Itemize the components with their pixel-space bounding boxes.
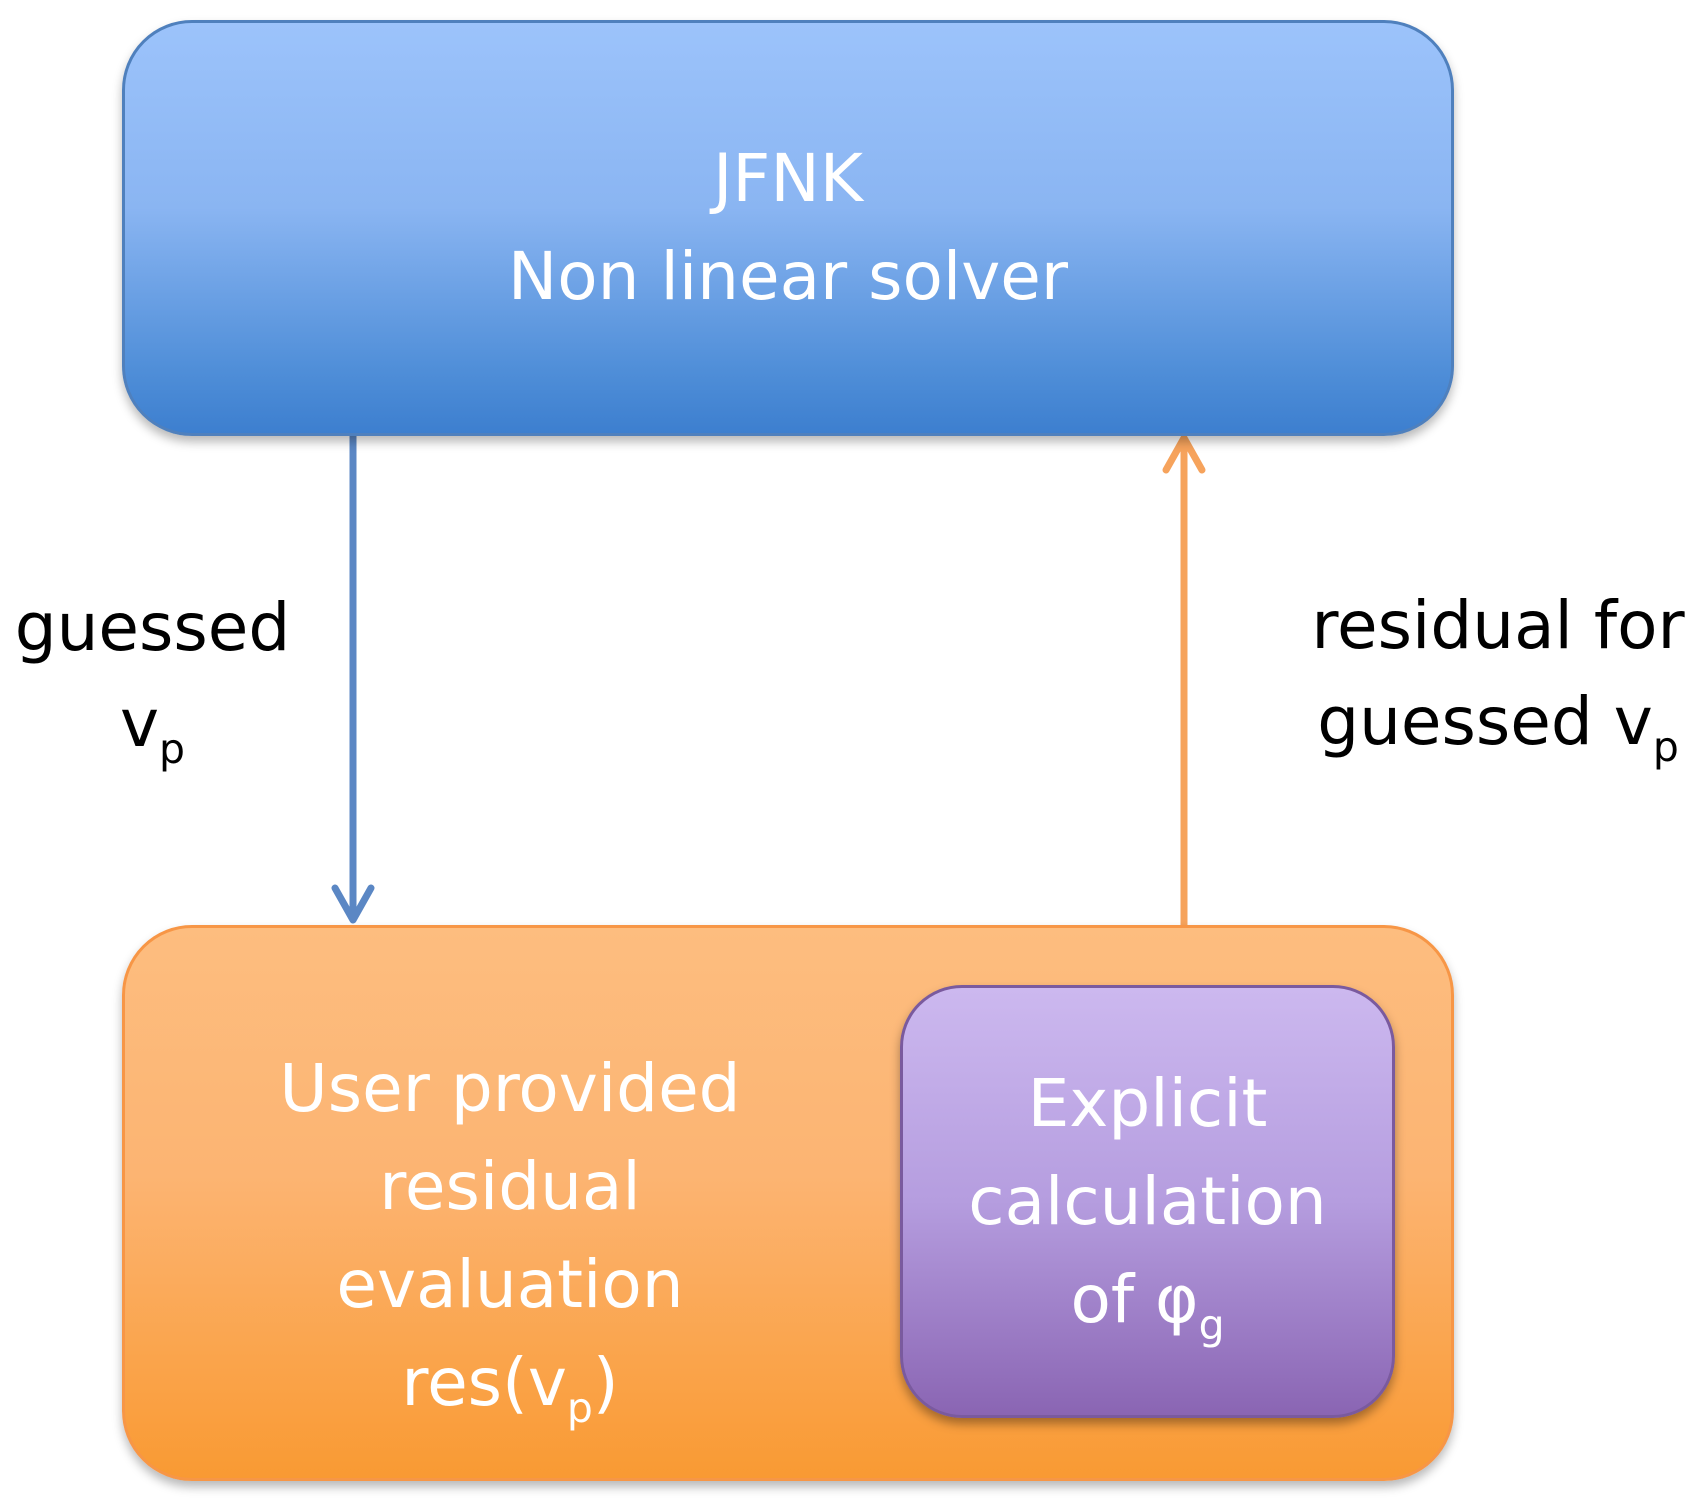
jfnk-subtitle: Non linear solver xyxy=(507,238,1069,315)
jfnk-solver-box: JFNK Non linear solver xyxy=(122,20,1454,436)
guessed-vp-label: guessed vp xyxy=(0,580,305,772)
guessed-label-line-1: guessed xyxy=(14,589,291,666)
vp-prefix: v xyxy=(119,685,160,762)
vp-subscript: p xyxy=(159,725,186,774)
residual-line-4: res(vp) xyxy=(160,1334,860,1432)
residual-line-1: User provided xyxy=(279,1050,741,1127)
residual-line-3: evaluation xyxy=(336,1246,684,1323)
res-function-subscript: p xyxy=(566,1384,593,1433)
res-function-suffix: ) xyxy=(592,1344,619,1421)
explicit-line-2: calculation xyxy=(968,1162,1327,1240)
residual-evaluation-text: User provided residual evaluation res(vp… xyxy=(160,1040,860,1432)
explicit-line-3: of φg xyxy=(1070,1251,1224,1349)
down-arrow xyxy=(331,436,375,924)
residual-line-2: residual xyxy=(379,1148,641,1225)
explicit-calculation-box: Explicit calculation of φg xyxy=(900,985,1395,1418)
up-arrow xyxy=(1162,434,1206,925)
phi-subscript: g xyxy=(1198,1300,1225,1349)
guessed-label-line-2: vp xyxy=(0,676,305,772)
guessed-vp-subscript: p xyxy=(1652,723,1679,772)
residual-for-guessed-vp-label: residual for guessed vp xyxy=(1300,578,1696,770)
jfnk-title: JFNK xyxy=(712,140,864,217)
phi-prefix: of φ xyxy=(1070,1260,1199,1338)
residual-label-line-2: guessed vp xyxy=(1300,674,1696,770)
residual-label-line-1: residual for xyxy=(1311,587,1685,664)
res-function-prefix: res(v xyxy=(401,1344,567,1421)
guessed-vp-prefix: guessed v xyxy=(1317,683,1653,760)
explicit-line-1: Explicit xyxy=(1027,1064,1268,1142)
